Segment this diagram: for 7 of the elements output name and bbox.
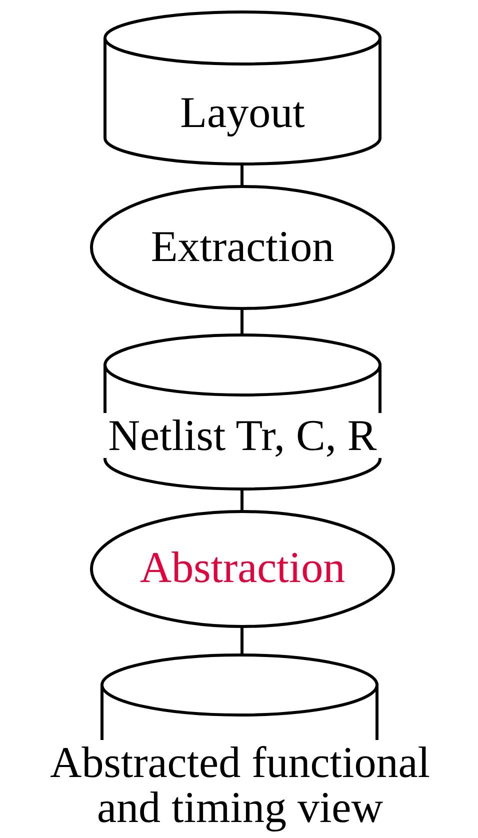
connector-line <box>240 164 244 185</box>
node-label: Abstraction <box>138 545 346 590</box>
connector-line <box>240 628 244 655</box>
node-label: Layout <box>179 90 306 135</box>
connector-line <box>240 310 244 335</box>
connector-line <box>240 489 244 510</box>
node-label: Extraction <box>150 224 336 268</box>
